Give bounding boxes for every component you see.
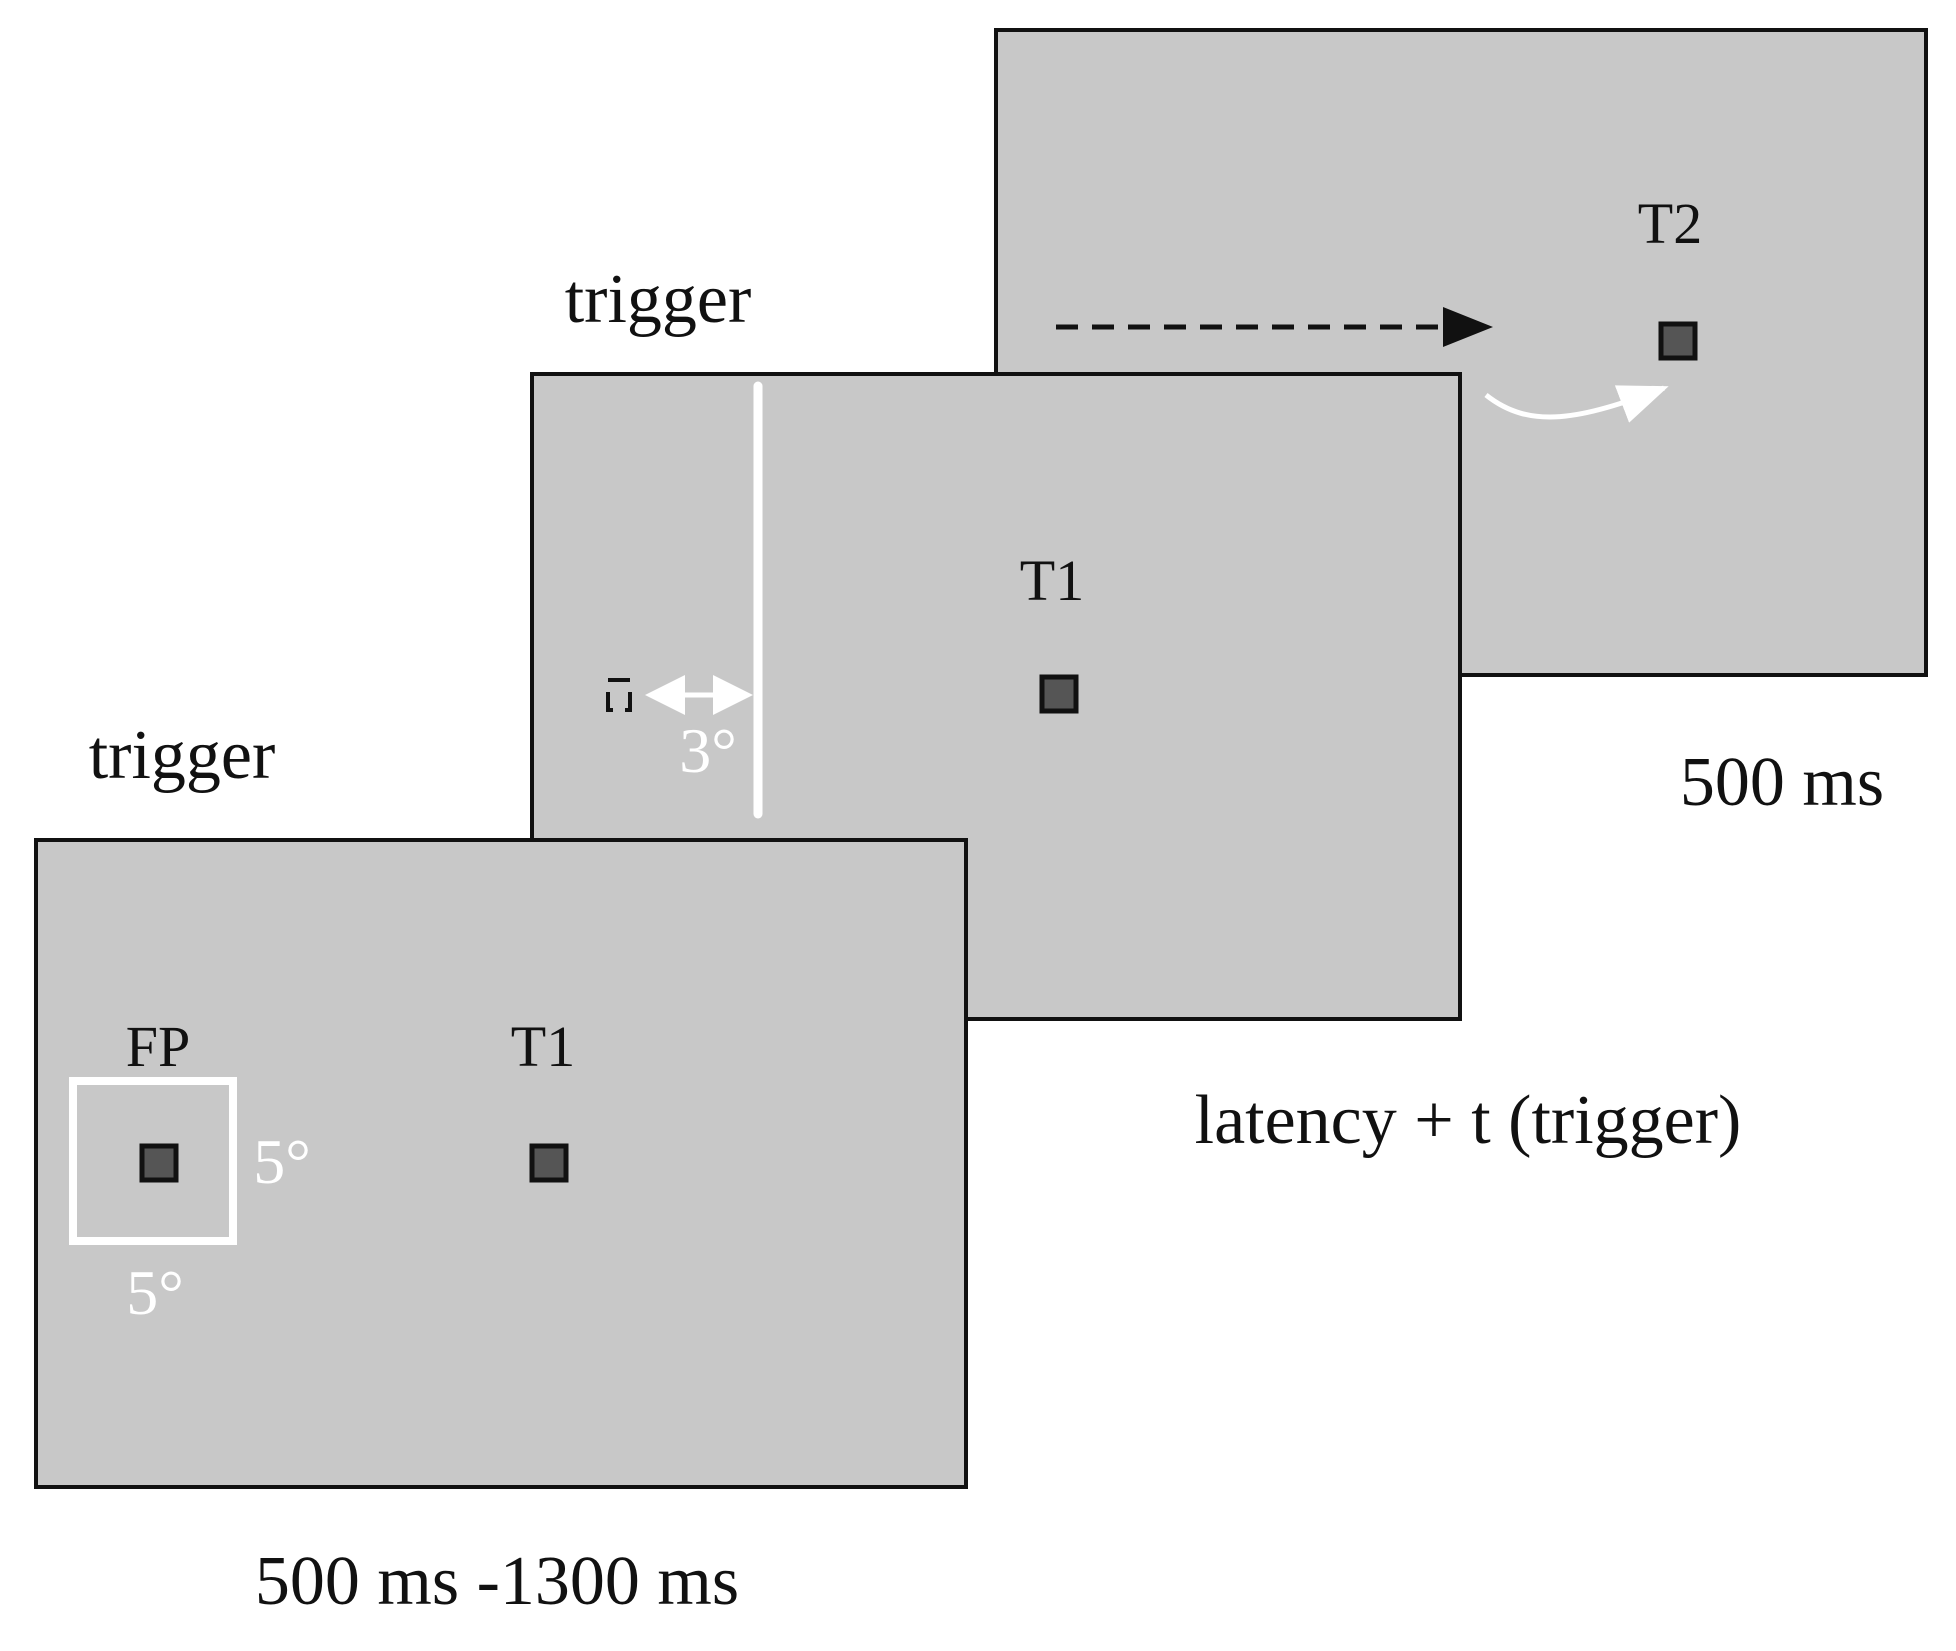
frame1-t1-label: T1 <box>511 1014 575 1079</box>
screen-frame-1: trigger FP 5° 5° T1 500 ms -1300 ms <box>34 717 968 1620</box>
frame3-duration-label: 500 ms <box>1680 744 1884 821</box>
frame1-t1-target <box>529 1143 569 1183</box>
frame1-trigger-label: trigger <box>89 717 276 794</box>
eye-position-marker <box>606 678 632 712</box>
fixation-window <box>69 1077 237 1245</box>
frame2-t1-label: T1 <box>1020 548 1084 613</box>
fixation-point <box>139 1143 179 1183</box>
eye-trajectory-arrow <box>1484 385 1669 423</box>
frame2-trigger-label: trigger <box>565 261 752 338</box>
t2-target <box>1658 321 1698 361</box>
frame1-duration-label: 500 ms -1300 ms <box>255 1543 739 1620</box>
fp-label: FP <box>126 1014 191 1079</box>
t2-label: T2 <box>1638 191 1702 256</box>
frame2-t1-target <box>1039 674 1079 714</box>
distance-label: 3° <box>679 715 737 786</box>
screen-1-background <box>34 838 968 1489</box>
frame2-duration-label: latency + t (trigger) <box>1195 1082 1742 1159</box>
window-height-label: 5° <box>253 1126 311 1197</box>
window-width-label: 5° <box>126 1257 184 1328</box>
